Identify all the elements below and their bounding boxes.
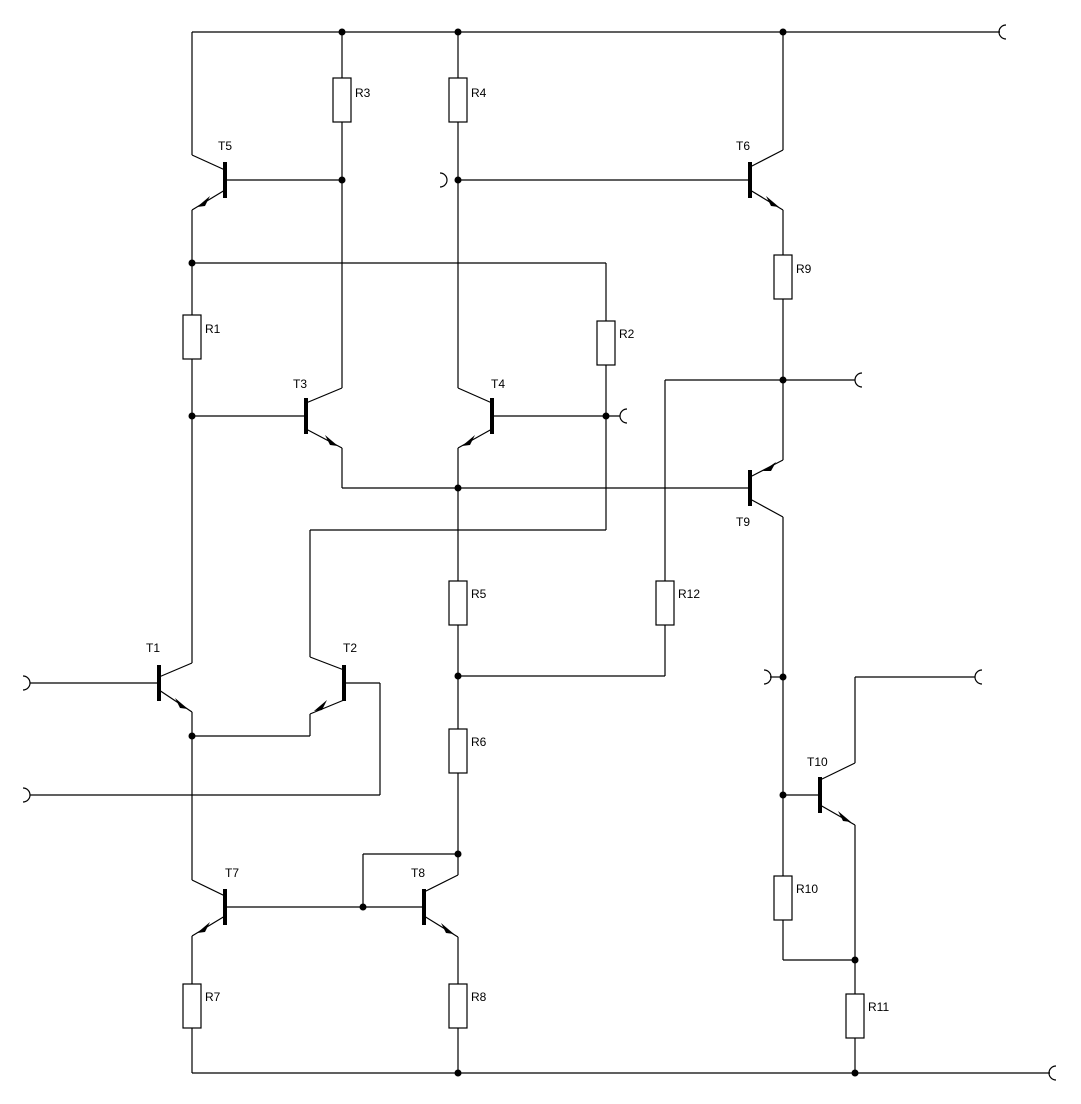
transistor-symbols (157, 162, 822, 925)
label-t3: T3 (293, 377, 307, 391)
label-t5: T5 (218, 139, 232, 153)
label-r3: R3 (355, 86, 371, 100)
terminal-input-2 (22, 787, 31, 803)
terminal-input-1 (22, 675, 31, 691)
label-r9: R9 (796, 262, 812, 276)
r7-resistor (182, 983, 202, 1029)
t9-emitter-arrow (763, 462, 776, 471)
label-t2: T2 (343, 641, 357, 655)
r3-resistor (332, 77, 352, 123)
terminal-bottom-right (1048, 1065, 1057, 1081)
component-labels: T5 T6 T3 T4 T9 T1 T2 T10 T7 T8 R3 R4 R1 … (146, 86, 889, 1014)
label-r7: R7 (205, 990, 221, 1004)
t3-emitter-arrow (325, 435, 338, 446)
terminal-t9-emitter (763, 669, 772, 685)
label-t8: T8 (411, 866, 425, 880)
label-r6: R6 (471, 735, 487, 749)
t2-emitter-arrow (314, 700, 327, 711)
label-t4: T4 (491, 377, 505, 391)
t6-emitter-arrow (766, 196, 779, 207)
r12-resistor (655, 580, 675, 626)
t10-emitter-arrow (838, 811, 851, 822)
t8-emitter-arrow (441, 923, 454, 934)
terminal-vcc (998, 24, 1007, 40)
label-r2: R2 (619, 327, 635, 341)
label-r11: R11 (868, 1000, 889, 1014)
label-r8: R8 (471, 990, 487, 1004)
r2-resistor (596, 320, 616, 366)
r4-resistor (448, 77, 468, 123)
r10-resistor (773, 875, 793, 921)
r1-resistor (182, 314, 202, 360)
t1-emitter-arrow (175, 698, 188, 709)
label-r12: R12 (678, 587, 700, 601)
terminal-t10-collector (974, 669, 983, 685)
r8-resistor (448, 983, 468, 1029)
terminal-t4-base (619, 408, 628, 424)
label-r4: R4 (471, 86, 487, 100)
resistor-symbols (182, 77, 865, 1039)
t5-emitter-arrow (197, 196, 210, 207)
terminal-center-top (439, 172, 448, 188)
label-r10: R10 (796, 882, 818, 896)
label-t9: T9 (736, 515, 750, 529)
r6-resistor (448, 728, 468, 774)
wires (30, 31, 1050, 1074)
junction-dots (188, 28, 859, 1077)
t7-emitter-arrow (197, 922, 210, 933)
terminal-t9-collector (854, 372, 863, 388)
label-t7: T7 (225, 866, 239, 880)
label-r5: R5 (471, 587, 487, 601)
terminals (22, 24, 1057, 1081)
label-r1: R1 (205, 322, 221, 336)
label-t6: T6 (736, 139, 750, 153)
r5-resistor (448, 580, 468, 626)
emitter-arrows (175, 196, 851, 934)
t4-emitter-arrow (462, 435, 475, 446)
r11-resistor (845, 993, 865, 1039)
r9-resistor (773, 254, 793, 300)
label-t1: T1 (146, 641, 160, 655)
label-t10: T10 (807, 755, 828, 769)
